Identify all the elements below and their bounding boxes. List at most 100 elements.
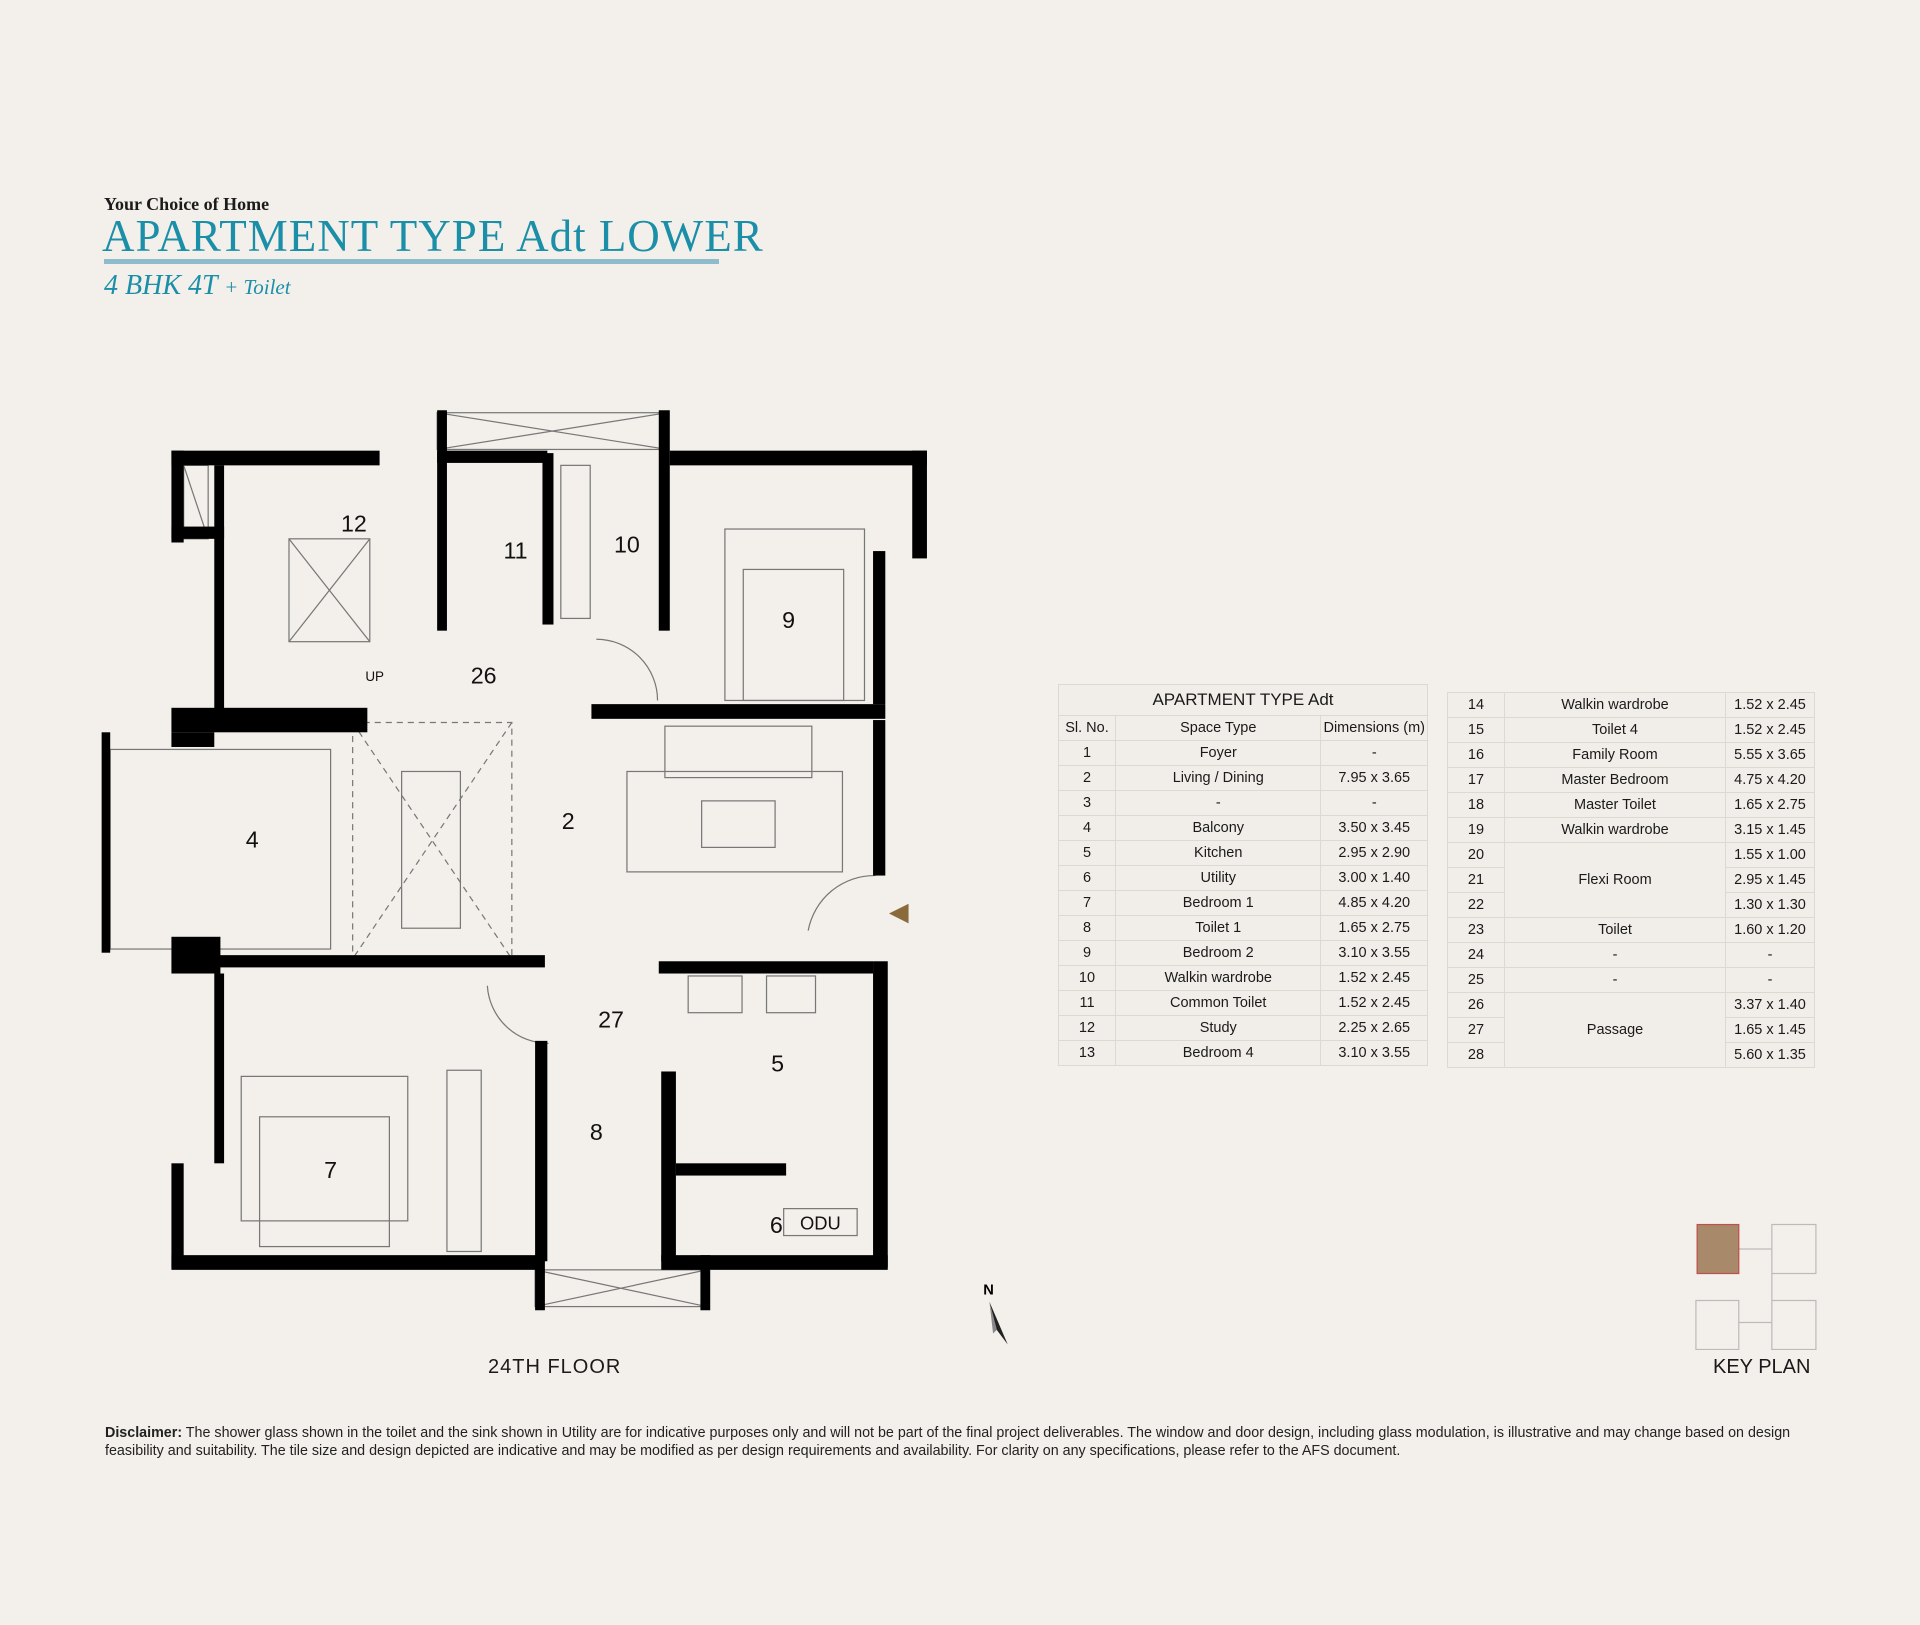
room-number: 12 — [341, 510, 367, 536]
space-type: Kitchen — [1114, 840, 1322, 866]
room-number: 11 — [503, 537, 527, 563]
sl-no: 13 — [1058, 1040, 1116, 1066]
walls — [101, 410, 927, 1311]
space-type: Master Toilet — [1504, 792, 1726, 818]
sl-no: 2 — [1058, 765, 1116, 791]
table-row: 3-- — [1058, 790, 1428, 816]
space-type: Foyer — [1114, 740, 1322, 766]
key-plan — [1695, 1223, 1817, 1351]
sl-no: 25 — [1447, 967, 1505, 993]
sl-no: 27 — [1447, 1017, 1505, 1043]
sl-no: 26 — [1447, 992, 1505, 1018]
table-row: 24-- — [1447, 942, 1815, 968]
dimensions: 7.95 x 3.65 — [1320, 765, 1428, 791]
sl-no: 10 — [1058, 965, 1116, 991]
dimensions: 1.52 x 2.45 — [1320, 990, 1428, 1016]
room-number: 6 — [770, 1212, 783, 1238]
room-number: 27 — [598, 1006, 624, 1032]
sl-no: 19 — [1447, 817, 1505, 843]
sl-no: 8 — [1058, 915, 1116, 941]
dimensions: 2.25 x 2.65 — [1320, 1015, 1428, 1041]
col-header: Space Type — [1114, 715, 1322, 741]
dimensions: 5.55 x 3.65 — [1725, 742, 1815, 768]
dimensions: 1.60 x 1.20 — [1725, 917, 1815, 943]
dimensions: - — [1725, 942, 1815, 968]
sl-no: 17 — [1447, 767, 1505, 793]
space-type: - — [1504, 967, 1726, 993]
dimensions: 3.00 x 1.40 — [1320, 865, 1428, 891]
page-title: APARTMENT TYPE Adt LOWER — [102, 211, 764, 261]
dimensions: 4.85 x 4.20 — [1320, 890, 1428, 916]
space-type: Toilet — [1504, 917, 1726, 943]
space-type: Utility — [1114, 865, 1322, 891]
svg-text:N: N — [983, 1282, 994, 1298]
sl-no: 24 — [1447, 942, 1505, 968]
dimensions: 1.52 x 2.45 — [1725, 692, 1815, 718]
disclaimer-label: Disclaimer: — [105, 1425, 183, 1441]
space-type: Family Room — [1504, 742, 1726, 768]
space-type: Bedroom 1 — [1114, 890, 1322, 916]
space-type: - — [1504, 942, 1726, 968]
room-number: 2 — [562, 808, 575, 834]
table-title: APARTMENT TYPE Adt — [1058, 684, 1428, 716]
disclaimer-text: The shower glass shown in the toilet and… — [105, 1425, 1791, 1459]
col-header: Dimensions (m) — [1320, 715, 1428, 741]
sl-no: 23 — [1447, 917, 1505, 943]
space-type: Toilet 4 — [1504, 717, 1726, 743]
sl-no: 9 — [1058, 940, 1116, 966]
space-type: Passage — [1504, 992, 1726, 1068]
sl-no: 11 — [1058, 990, 1116, 1016]
dimensions: 3.10 x 3.55 — [1320, 1040, 1428, 1066]
key-plan-label: KEY PLAN — [1713, 1356, 1811, 1378]
room-number: 10 — [614, 531, 640, 557]
space-type: Flexi Room — [1504, 842, 1726, 918]
sl-no: 22 — [1447, 892, 1505, 918]
dimensions: 1.30 x 1.30 — [1725, 892, 1815, 918]
sl-no: 28 — [1447, 1042, 1505, 1068]
space-type: Walkin wardrobe — [1504, 817, 1726, 843]
space-type: Walkin wardrobe — [1504, 692, 1726, 718]
space-type: Living / Dining — [1114, 765, 1322, 791]
space-type: Balcony — [1114, 815, 1322, 841]
config-main: 4 BHK 4T — [104, 270, 218, 301]
room-number: 7 — [324, 1157, 337, 1183]
dimensions: 3.15 x 1.45 — [1725, 817, 1815, 843]
disclaimer: Disclaimer: The shower glass shown in th… — [105, 1424, 1805, 1460]
space-type: Bedroom 2 — [1114, 940, 1322, 966]
sl-no: 14 — [1447, 692, 1505, 718]
space-type: Walkin wardrobe — [1114, 965, 1322, 991]
dimensions: 2.95 x 1.45 — [1725, 867, 1815, 893]
floor-label: 24TH FLOOR — [488, 1356, 622, 1378]
sl-no: 21 — [1447, 867, 1505, 893]
dimensions: 4.75 x 4.20 — [1725, 767, 1815, 793]
sl-no: 7 — [1058, 890, 1116, 916]
tagline: Your Choice of Home — [104, 194, 270, 214]
dimensions: 3.10 x 3.55 — [1320, 940, 1428, 966]
space-type: Common Toilet — [1114, 990, 1322, 1016]
dimensions: 1.55 x 1.00 — [1725, 842, 1815, 868]
sl-no: 1 — [1058, 740, 1116, 766]
entrance-arrow-icon — [888, 903, 909, 924]
space-type: Bedroom 4 — [1114, 1040, 1322, 1066]
title-underline — [104, 259, 719, 264]
sl-no: 5 — [1058, 840, 1116, 866]
room-number: 26 — [471, 662, 497, 688]
dimensions: 2.95 x 2.90 — [1320, 840, 1428, 866]
room-number: 4 — [246, 826, 259, 852]
